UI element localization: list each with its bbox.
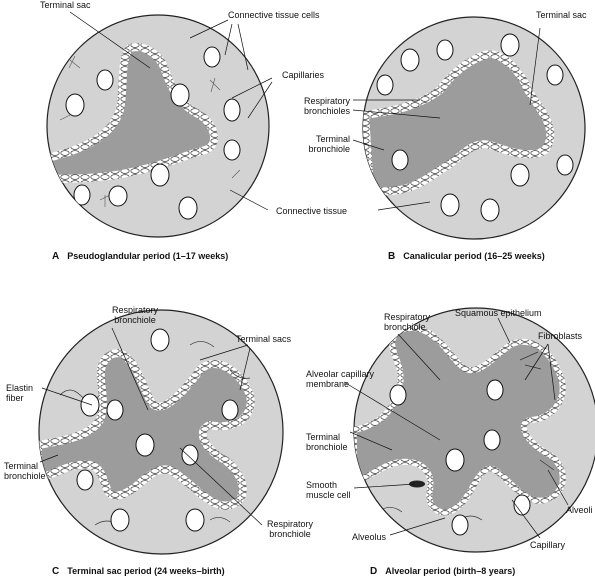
caption-b: B Canalicular period (16–25 weeks) xyxy=(388,251,545,262)
caption-c: C Terminal sac period (24 weeks–birth) xyxy=(52,566,225,577)
label-c-terminal-sacs: Terminal sacs xyxy=(236,334,292,344)
label-d-alveoli: Alveoli xyxy=(566,505,593,515)
caption-b-letter: B xyxy=(388,251,396,262)
label-b-terminal-bronchiole: Terminal bronchiole xyxy=(308,134,350,154)
panel-b-cells xyxy=(376,33,574,222)
label-d-squamous-epithelium: Squamous epithelium xyxy=(455,308,542,318)
panel-c-diagram xyxy=(38,309,284,555)
label-d-alveolar-capillary-membrane: Alveolar capillary membrane xyxy=(306,369,375,389)
leader-lines xyxy=(39,11,569,539)
label-d-alveolus: Alveolus xyxy=(352,532,387,542)
panel-d-diagram xyxy=(353,307,595,553)
label-c-terminal-bronchiole: Terminal bronchiole xyxy=(4,461,46,481)
label-a-terminal-sac: Terminal sac xyxy=(40,0,91,10)
caption-a: A Pseudoglandular period (1–17 weeks) xyxy=(52,251,228,262)
panel-b-airway xyxy=(363,50,555,196)
label-b-terminal-sac: Terminal sac xyxy=(536,10,587,20)
caption-d-letter: D xyxy=(370,566,378,577)
label-c-elastin-fiber: Elastin fiber xyxy=(6,383,34,403)
caption-b-title: Canalicular period (16–25 weeks) xyxy=(403,251,545,261)
label-d-terminal-bronchiole: Terminal bronchiole xyxy=(306,432,348,452)
label-a-capillaries: Capillaries xyxy=(282,70,325,80)
panel-d-cells xyxy=(389,379,531,536)
label-b-respiratory-bronchioles: Respiratory bronchioles xyxy=(303,96,350,116)
panel-d-smooth-muscle-cell xyxy=(409,480,425,488)
label-d-respiratory-bronchiole: Respiratory bronchiole xyxy=(384,312,431,332)
panel-c-airway xyxy=(39,349,255,510)
caption-a-letter: A xyxy=(52,251,60,262)
label-a-connective-tissue: Connective tissue xyxy=(276,206,348,216)
caption-c-letter: C xyxy=(52,566,60,577)
panel-a-cells xyxy=(65,46,241,220)
label-d-fibroblasts: Fibroblasts xyxy=(538,331,583,341)
panel-c-elastin-fibers xyxy=(59,341,251,526)
caption-d-title: Alveolar period (birth–8 years) xyxy=(385,566,516,576)
panel-b-diagram xyxy=(362,16,586,240)
label-c-respiratory-bronchiole-bottom: Respiratory bronchiole xyxy=(266,519,313,539)
caption-c-title: Terminal sac period (24 weeks–birth) xyxy=(67,566,225,576)
caption-d: D Alveolar period (birth–8 years) xyxy=(370,566,515,577)
label-d-capillary: Capillary xyxy=(530,540,566,550)
caption-a-title: Pseudoglandular period (1–17 weeks) xyxy=(67,251,229,261)
label-d-smooth-muscle-cell: Smooth muscle cell xyxy=(306,480,351,500)
label-c-respiratory-bronchiole-top: Respiratory bronchiole xyxy=(111,305,158,325)
panel-a-diagram xyxy=(46,14,270,238)
label-a-connective-tissue-cells: Connective tissue cells xyxy=(228,10,320,20)
panel-c-cells xyxy=(76,328,239,532)
